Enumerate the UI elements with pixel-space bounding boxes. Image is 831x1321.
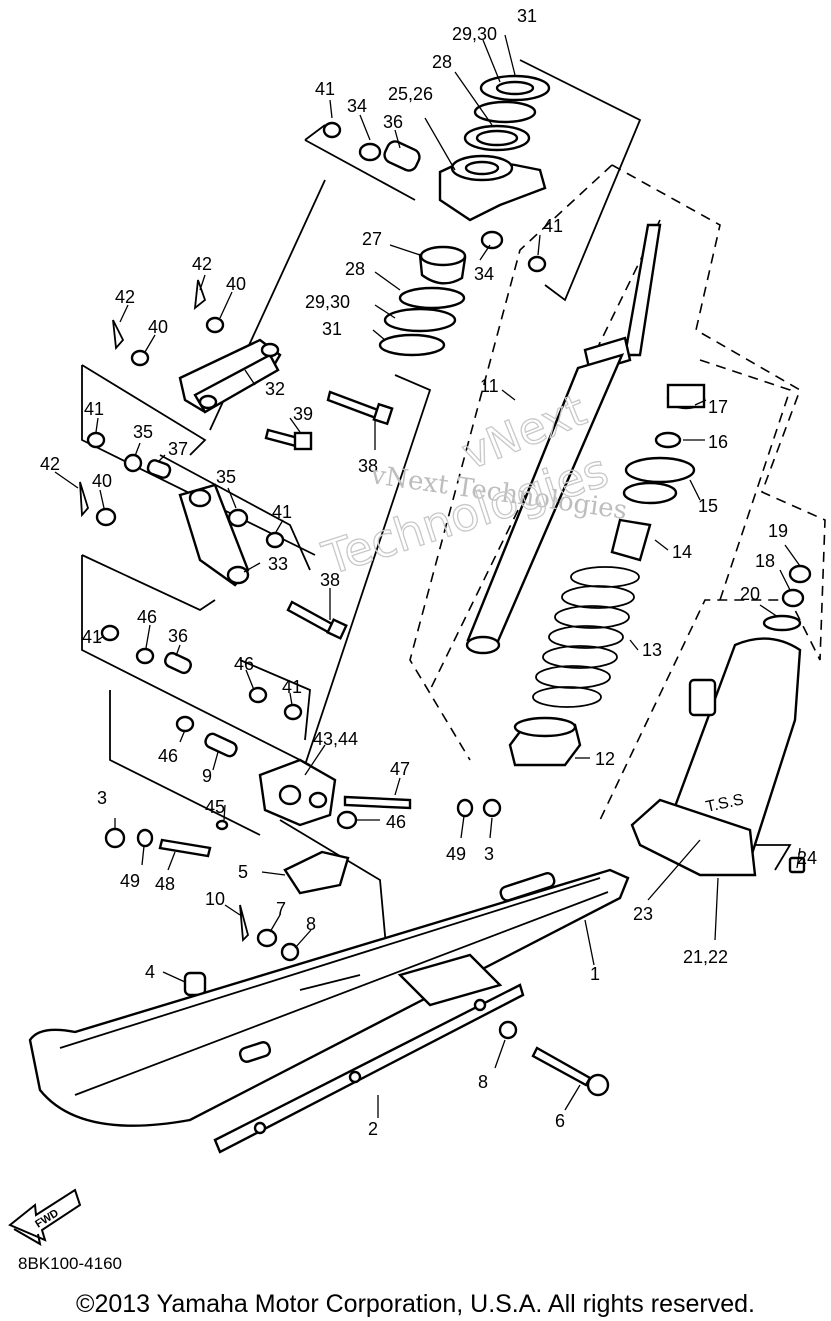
callout-label: 41 — [272, 502, 292, 522]
callout-label: 18 — [755, 551, 775, 571]
callout-label: 24 — [797, 848, 817, 868]
callout-label: 29,30 — [305, 292, 350, 312]
ski-runner — [213, 983, 525, 1154]
callout-label: 46 — [386, 812, 406, 832]
callout-label: 6 — [555, 1111, 565, 1131]
ski — [28, 868, 630, 1127]
callout-label: 14 — [672, 542, 692, 562]
callout-label: 49 — [120, 871, 140, 891]
bushing-and-washers — [378, 245, 467, 357]
callout-label: 36 — [168, 626, 188, 646]
callout-label: 48 — [155, 874, 175, 894]
callout-label: 41 — [543, 216, 563, 236]
callout-label: 13 — [642, 640, 662, 660]
leader-lines — [54, 34, 801, 1118]
callout-label: 42 — [192, 254, 212, 274]
callout-label: 46 — [158, 746, 178, 766]
callout-label: 17 — [708, 397, 728, 417]
callout-label: 40 — [92, 471, 112, 491]
callout-label: 47 — [390, 759, 410, 779]
callout-label: 31 — [322, 319, 342, 339]
coil-spring — [532, 566, 640, 708]
callout-label: 20 — [740, 584, 760, 604]
callout-label: 39 — [293, 404, 313, 424]
callout-label: 1 — [590, 964, 600, 984]
shock-absorber-body — [630, 564, 812, 877]
callout-label: 12 — [595, 749, 615, 769]
callout-label: 36 — [383, 112, 403, 132]
callout-label: 29,30 — [452, 24, 497, 44]
callout-label: 38 — [320, 570, 340, 590]
callout-label: 7 — [276, 899, 286, 919]
callout-label: 37 — [168, 439, 188, 459]
spindle-knuckle — [258, 758, 337, 827]
upper-spindle-bracket — [322, 74, 551, 273]
callout-label: 32 — [265, 379, 285, 399]
callout-label: 31 — [517, 6, 537, 26]
callout-labels: 31 29,30 28 25,26 41 34 36 27 28 29,30 3… — [40, 6, 817, 1139]
callout-label: 35 — [216, 467, 236, 487]
callout-label: 4 — [145, 962, 155, 982]
callout-label: 49 — [446, 844, 466, 864]
callout-label: 8 — [306, 914, 316, 934]
copyright-notice: ©2013 Yamaha Motor Corporation, U.S.A. A… — [76, 1290, 755, 1318]
callout-label: 41 — [84, 399, 104, 419]
link-plates — [178, 338, 282, 587]
callout-label: 25,26 — [388, 84, 433, 104]
callout-label: 41 — [282, 677, 302, 697]
small-hardware — [79, 279, 518, 1040]
callout-label: 2 — [368, 1119, 378, 1139]
callout-label: 41 — [315, 79, 335, 99]
callout-label: 43,44 — [313, 729, 358, 749]
callout-label: 45 — [205, 797, 225, 817]
diagram-part-number: 8BK100-4160 — [18, 1254, 122, 1273]
callout-label: 40 — [148, 317, 168, 337]
shock-spring-stack — [508, 383, 706, 767]
callout-label: 10 — [205, 889, 225, 909]
callout-label: 27 — [362, 229, 382, 249]
callout-label: 11 — [480, 376, 499, 396]
callout-label: 34 — [347, 96, 367, 116]
callout-label: 46 — [137, 607, 157, 627]
callout-label: 40 — [226, 274, 246, 294]
callout-label: 21,22 — [683, 947, 728, 967]
callout-label: 9 — [202, 766, 212, 786]
forward-arrow-icon: FWD — [8, 1188, 82, 1246]
callout-label: 42 — [115, 287, 135, 307]
callout-label: 35 — [133, 422, 153, 442]
callout-label: 3 — [484, 844, 494, 864]
callout-label: 8 — [478, 1072, 488, 1092]
strut-tube — [465, 223, 662, 655]
callout-label: 3 — [97, 788, 107, 808]
callout-label: 28 — [432, 52, 452, 72]
watermark: vNext Technologies vNext Technologies — [315, 384, 629, 586]
callout-label: 33 — [268, 554, 288, 574]
callout-label: 46 — [234, 654, 254, 674]
callout-label: 38 — [358, 456, 378, 476]
callout-label: 34 — [474, 264, 494, 284]
callout-label: 16 — [708, 432, 728, 452]
callout-label: 41 — [82, 627, 102, 647]
callout-label: 42 — [40, 454, 60, 474]
callout-label: 19 — [768, 521, 788, 541]
callout-label: 28 — [345, 259, 365, 279]
callout-label: 15 — [698, 496, 718, 516]
ski-pad — [283, 850, 350, 895]
callout-label: 5 — [238, 862, 248, 882]
bolts — [158, 390, 610, 1097]
callout-label: 23 — [633, 904, 653, 924]
